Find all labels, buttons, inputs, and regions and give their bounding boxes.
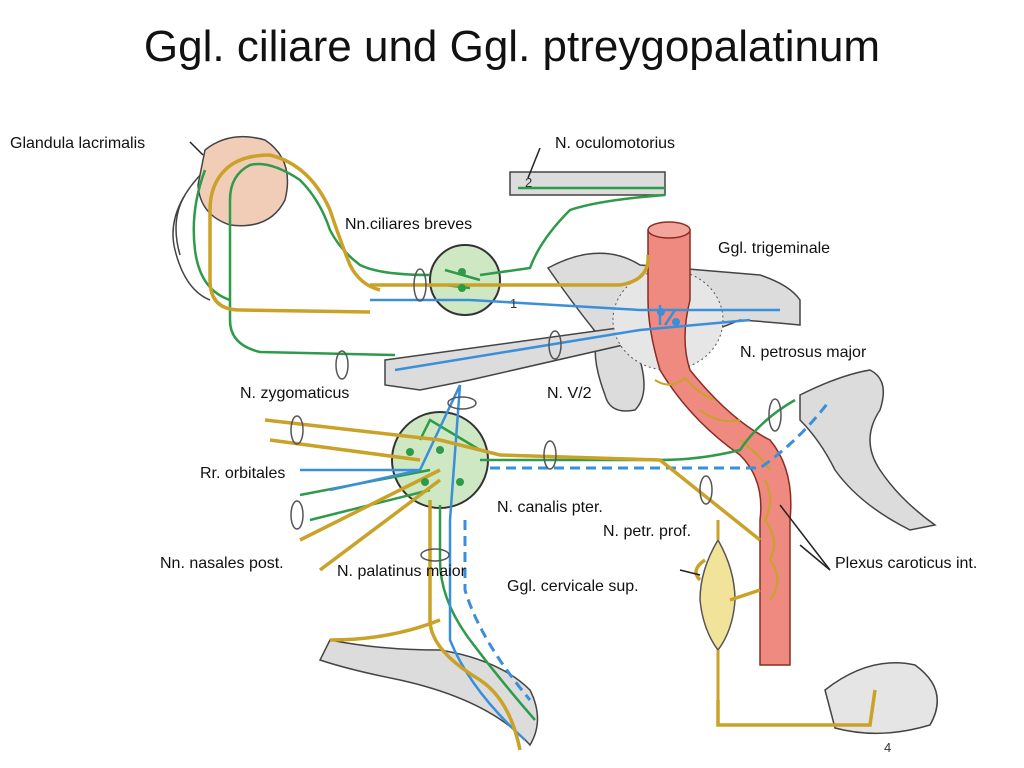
label-glandula-lacrimalis: Glandula lacrimalis xyxy=(10,135,146,152)
n-palatinus-dashed xyxy=(463,520,532,701)
carotid-plexus xyxy=(654,376,779,601)
leader-lines xyxy=(189,141,831,576)
marker-1: 1 xyxy=(510,296,518,311)
label-plexus-caroticus-int: Plexus caroticus int. xyxy=(835,555,978,572)
sensory-cells xyxy=(657,308,680,326)
label-n-v2: N. V/2 xyxy=(547,385,592,402)
label-n-palatinus-maior: N. palatinus maior xyxy=(337,563,466,580)
eye xyxy=(172,169,211,301)
section-markers xyxy=(290,268,782,562)
oculomotor-nerve-bone xyxy=(509,171,666,196)
label-n-canalis-pter: N. canalis pter. xyxy=(497,499,603,516)
label-rr-orbitales: Rr. orbitales xyxy=(200,465,286,482)
ochre-nerves xyxy=(208,153,877,751)
label-nn-nasales-post: Nn. nasales post. xyxy=(160,555,284,572)
lacrimal-gland xyxy=(197,135,289,227)
n-canalis-pter-dashed xyxy=(490,399,832,470)
label-n-petr-prof: N. petr. prof. xyxy=(603,523,692,540)
marker-2: 2 xyxy=(525,175,533,190)
marker-4: 4 xyxy=(884,740,892,755)
label-ggl-cervicale-sup: Ggl. cervicale sup. xyxy=(507,578,639,595)
label-n-oculomotorius: N. oculomotorius xyxy=(555,135,676,152)
parasympathetic-fibers xyxy=(192,162,796,721)
synapses xyxy=(406,268,466,486)
label-ggl-trigeminale: Ggl. trigeminale xyxy=(718,240,831,257)
label-n-petrosus-major: N. petrosus major xyxy=(740,344,867,361)
spinal-cord xyxy=(824,662,938,735)
label-nn-ciliares-breves: Nn.ciliares breves xyxy=(345,216,473,233)
internal-carotid-artery xyxy=(647,221,792,666)
n-petrosus-major-bone xyxy=(799,369,937,531)
superior-cervical-ganglion xyxy=(699,538,736,652)
sensory-fibers xyxy=(300,298,780,741)
label-n-zygomaticus: N. zygomaticus xyxy=(240,385,350,402)
page-title: Ggl. ciliare und Ggl. ptreygopalatinum xyxy=(143,22,881,71)
ciliary-ganglion xyxy=(429,244,501,316)
palatine-bone xyxy=(318,639,539,747)
